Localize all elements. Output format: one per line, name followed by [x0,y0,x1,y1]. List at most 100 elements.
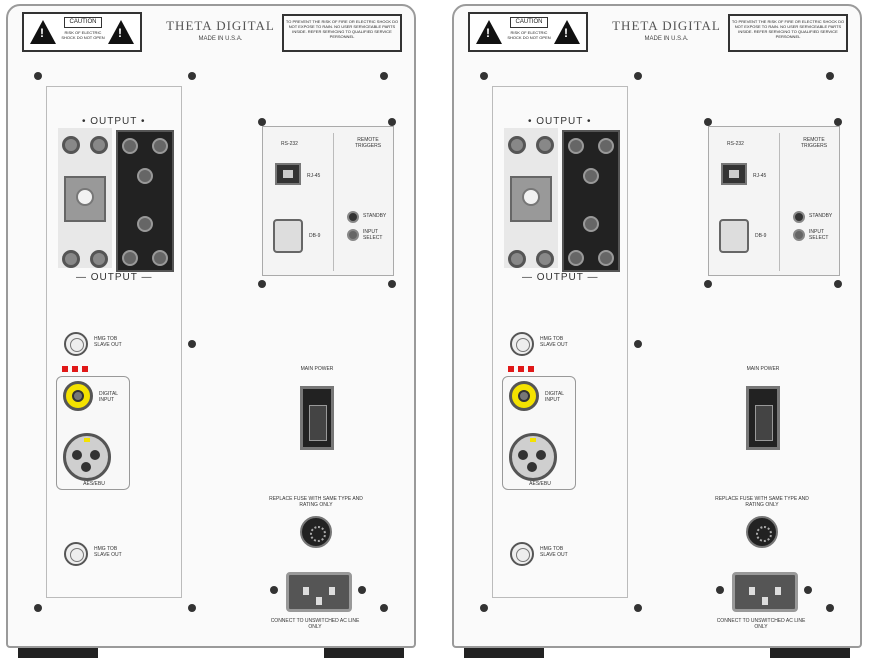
screw [388,118,396,126]
db9-port[interactable] [273,219,303,253]
indicator-led [72,366,78,372]
terminal-post[interactable] [598,138,614,154]
screw [358,586,366,594]
screw [388,280,396,288]
screw [834,280,842,288]
caution-title: CAUTION [510,17,548,28]
foot [18,648,98,658]
ground-top-label: HMG TOB SLAVE OUT [540,336,568,348]
caution-text: RISK OF ELECTRIC SHOCK DO NOT OPEN [61,30,105,40]
divider [333,133,334,271]
indicator-led [508,366,514,372]
fuse-holder[interactable] [746,516,778,548]
fuse-holder[interactable] [300,516,332,548]
terminal-post[interactable] [152,250,168,266]
screw [634,340,642,348]
ac-power-inlet[interactable] [286,572,352,612]
rca-digital-input[interactable] [63,381,93,411]
main-power-switch[interactable] [300,386,334,450]
screw [270,586,278,594]
terminal-post[interactable] [583,216,599,232]
output-connector[interactable] [64,176,106,222]
digital-input-label: DIGITAL INPUT [545,391,564,403]
mount-nut [90,136,108,154]
fuse-label: REPLACE FUSE WITH SAME TYPE AND RATING O… [269,496,363,508]
rj45-port[interactable] [275,163,301,185]
screw [704,280,712,288]
lightning-triangle-icon: ! [554,20,580,44]
input-select-trigger-jack[interactable] [793,229,805,241]
standby-trigger-jack[interactable] [793,211,805,223]
ground-bottom-label: HMG TOB SLAVE OUT [540,546,568,558]
ground-terminal[interactable] [510,542,534,566]
caution-label-box: ! ! CAUTION RISK OF ELECTRIC SHOCK DO NO… [22,12,142,52]
rj45-label: RJ-45 [753,173,767,179]
terminal-post[interactable] [137,168,153,184]
input-select-label: INPUT SELECT [363,229,383,241]
terminal-post[interactable] [137,216,153,232]
terminal-post[interactable] [152,138,168,154]
output-bottom-label: — OUTPUT — [522,272,599,283]
rs232-label: RS-232 [281,141,298,147]
output-top-label: • OUTPUT • [528,116,592,127]
brand-name: THETA DIGITAL [166,18,275,33]
mount-nut [62,136,80,154]
output-connector[interactable] [510,176,552,222]
screw [834,118,842,126]
db9-port[interactable] [719,219,749,253]
screw [480,604,488,612]
control-section: RS-232 REMOTE TRIGGERS RJ-45 DB-9 STANDB… [708,126,840,276]
screw [704,118,712,126]
main-power-switch[interactable] [746,386,780,450]
rs232-label: RS-232 [727,141,744,147]
speaker-terminal-plate [562,130,620,272]
rj45-port[interactable] [721,163,747,185]
mount-nut [508,136,526,154]
indicator-led [82,366,88,372]
rca-digital-input[interactable] [509,381,539,411]
terminal-post[interactable] [122,138,138,154]
foot [464,648,544,658]
screw [804,586,812,594]
brand-name: THETA DIGITAL [612,18,721,33]
screw [258,280,266,288]
output-bottom-label: — OUTPUT — [76,272,153,283]
screw [380,72,388,80]
screw [634,604,642,612]
input-select-trigger-jack[interactable] [347,229,359,241]
remote-triggers-label: REMOTE TRIGGERS [354,137,382,149]
ground-terminal[interactable] [510,332,534,356]
ground-terminal[interactable] [64,332,88,356]
main-power-label: MAIN POWER [746,366,780,372]
standby-label: STANDBY [363,213,387,219]
ac-power-inlet[interactable] [732,572,798,612]
caution-text: RISK OF ELECTRIC SHOCK DO NOT OPEN [507,30,551,40]
output-section [492,86,628,598]
screw [188,340,196,348]
mount-nut [536,136,554,154]
digital-input-label: DIGITAL INPUT [99,391,118,403]
ground-bottom-label: HMG TOB SLAVE OUT [94,546,122,558]
terminal-post[interactable] [122,250,138,266]
terminal-post[interactable] [568,250,584,266]
terminal-post[interactable] [568,138,584,154]
aes-ebu-input[interactable] [63,433,111,481]
input-select-label: INPUT SELECT [809,229,829,241]
ground-top-label: HMG TOB SLAVE OUT [94,336,122,348]
fuse-label: REPLACE FUSE WITH SAME TYPE AND RATING O… [715,496,809,508]
connector-hole [522,188,540,206]
connector-hole [76,188,94,206]
foot [770,648,850,658]
warning-label: TO PREVENT THE RISK OF FIRE OR ELECTRIC … [728,14,848,52]
ground-terminal[interactable] [64,542,88,566]
remote-triggers-label: REMOTE TRIGGERS [800,137,828,149]
output-top-label: • OUTPUT • [82,116,146,127]
mount-nut [90,250,108,268]
aes-ebu-input[interactable] [509,433,557,481]
terminal-post[interactable] [583,168,599,184]
digital-input-section: DIGITAL INPUT AES/EBU [56,376,130,490]
ac-line-label: CONNECT TO UNSWITCHED AC LINE ONLY [716,618,806,630]
terminal-post[interactable] [598,250,614,266]
standby-trigger-jack[interactable] [347,211,359,223]
made-in-label: MADE IN U.S.A. [644,36,689,42]
